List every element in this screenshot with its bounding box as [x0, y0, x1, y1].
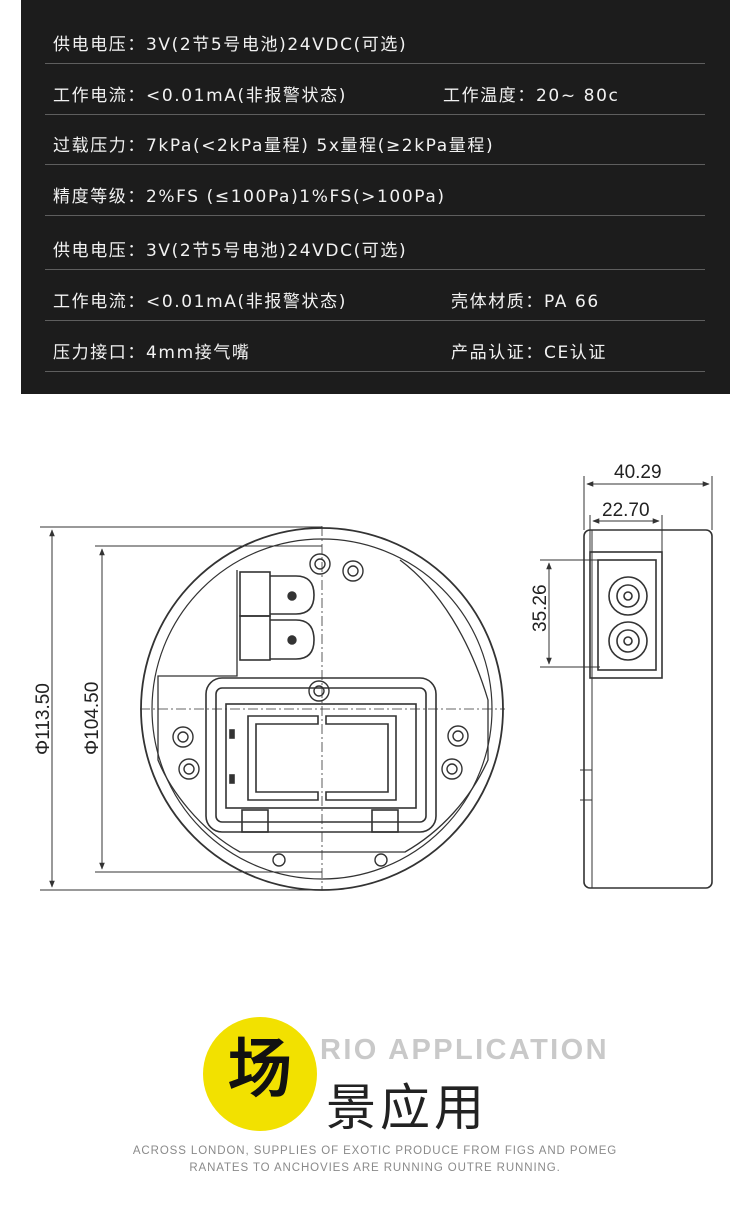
spec-text: 产品认证：CE认证 [451, 343, 608, 363]
chinese-title: 景应用 [326, 1079, 488, 1137]
dim-depth: 40.29 [614, 462, 662, 483]
spec-row: 工作电流：<0.01mA(非报警状态) 壳体材质：PA 66 [45, 270, 705, 321]
front-view [140, 526, 505, 891]
spec-text: 供电电压：3V(2节5号电池)24VDC(可选) [53, 35, 408, 55]
front-dimensions [40, 526, 322, 891]
spec-text: 工作温度：20~ 80c [443, 86, 620, 106]
side-dimensions [540, 476, 713, 668]
spec-text: 压力接口：4mm接气嘴 [53, 343, 251, 363]
spec-text: 精度等级：2%FS (≤100Pa)1%FS(>100Pa) [53, 187, 446, 207]
technical-drawing: Φ113.50 Φ104.50 40.29 22.70 35.26 [33, 462, 713, 891]
spec-row: 工作电流：<0.01mA(非报警状态) 工作温度：20~ 80c [45, 64, 705, 115]
english-title: RIO APPLICATION [320, 1034, 609, 1066]
dim-inner-diameter: Φ104.50 [82, 682, 103, 755]
spec-text: 工作电流：<0.01mA(非报警状态) [53, 292, 347, 312]
spec-row: 供电电压：3V(2节5号电池)24VDC(可选) [45, 13, 705, 64]
application-badge: 场 [203, 1017, 317, 1131]
spec-text: 过载压力：7kPa(<2kPa量程) 5x量程(≥2kPa量程) [53, 136, 495, 156]
spec-row: 供电电压：3V(2节5号电池)24VDC(可选) [45, 219, 705, 270]
dim-port-height: 35.26 [530, 584, 551, 632]
dim-port-width: 22.70 [602, 500, 650, 521]
dim-outer-diameter: Φ113.50 [33, 683, 54, 755]
subtitle-line-1: ACROSS LONDON, SUPPLIES OF EXOTIC PRODUC… [132, 1145, 618, 1157]
screw-holes [172, 553, 469, 867]
spec-row: 过载压力：7kPa(<2kPa量程) 5x量程(≥2kPa量程) [45, 114, 705, 165]
spec-text: 壳体材质：PA 66 [451, 292, 600, 312]
spec-text: 工作电流：<0.01mA(非报警状态) [53, 86, 347, 106]
spec-panel: 供电电压：3V(2节5号电池)24VDC(可选) 工作电流：<0.01mA(非报… [21, 0, 730, 394]
spec-row: 精度等级：2%FS (≤100Pa)1%FS(>100Pa) [45, 165, 705, 216]
subtitle-line-2: RANATES TO ANCHOVIES ARE RUNNING OUTRE R… [189, 1162, 561, 1174]
spec-row: 压力接口：4mm接气嘴 产品认证：CE认证 [45, 321, 705, 372]
badge-char: 场 [228, 1033, 292, 1107]
spec-text: 供电电压：3V(2节5号电池)24VDC(可选) [53, 241, 408, 261]
side-view [580, 529, 713, 889]
